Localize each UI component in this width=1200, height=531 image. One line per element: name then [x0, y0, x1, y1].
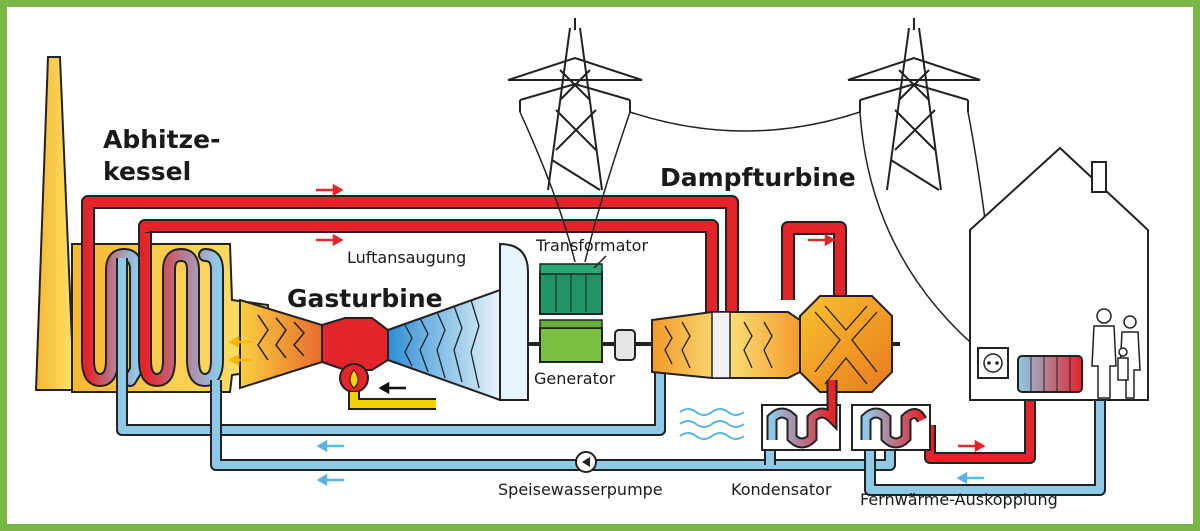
label-abhitze-line1: Abhitze-: [103, 125, 221, 154]
flow-arrows: [228, 183, 986, 487]
hot-steam-pipes: [81, 195, 847, 322]
combustion-chamber: [321, 317, 389, 371]
burner-flame: [349, 369, 359, 389]
generator: [539, 327, 603, 363]
label-generator: Generator: [534, 369, 616, 388]
label-luftansaugung: Luftansaugung: [347, 248, 467, 267]
coupling: [614, 329, 636, 361]
boiler-coils: [81, 198, 224, 388]
cooling-water-waves: [679, 408, 745, 440]
label-speisewasserpumpe: Speisewasserpumpe: [498, 480, 663, 499]
label-abhitze-line2: kessel: [103, 157, 192, 186]
power-socket: [977, 347, 1009, 379]
label-dampfturbine: Dampfturbine: [660, 163, 856, 192]
low-pressure-turbine: [799, 295, 893, 393]
label-transformator: Transformator: [536, 236, 649, 255]
label-fernwaerme: Fernwärme-Auskopplung: [860, 490, 1058, 509]
compressor-blades: [404, 299, 480, 389]
transformer: [539, 263, 603, 315]
gas-turbine-blades: [257, 314, 305, 361]
label-kondensator: Kondensator: [731, 480, 832, 499]
steam-turbine-blades: [664, 321, 773, 369]
transformator-leader: [593, 255, 607, 269]
radiator: [1017, 355, 1083, 393]
family-figures: [1091, 308, 1141, 399]
chimney: [34, 56, 76, 391]
cold-water-pipes: [116, 258, 896, 471]
air-intake: [499, 242, 529, 401]
power-pylon-left: [507, 18, 643, 191]
label-gasturbine: Gasturbine: [287, 284, 443, 313]
power-pylon-right: [847, 18, 981, 191]
